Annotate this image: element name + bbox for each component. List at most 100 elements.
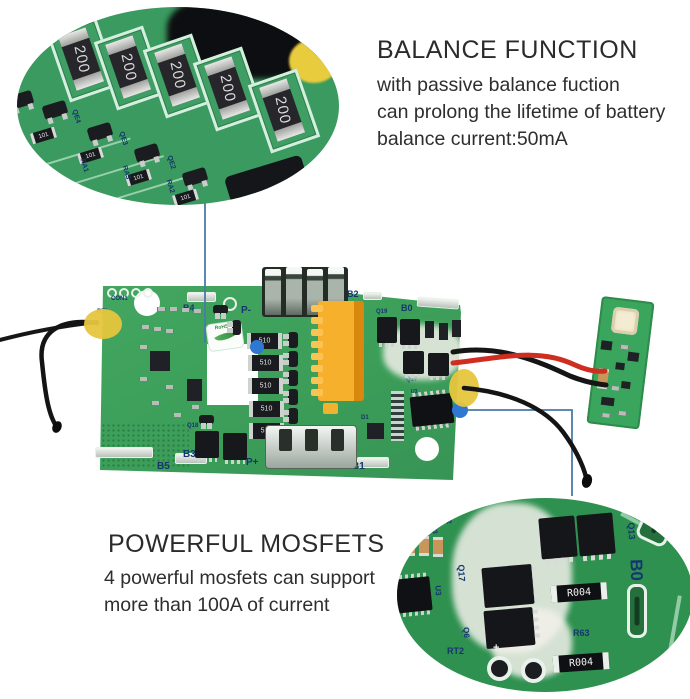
- mosfet-q19: [377, 317, 397, 347]
- silkscreen-rt2: RT2: [447, 646, 465, 656]
- transistor: [86, 121, 114, 143]
- resistor-value: 510: [258, 337, 271, 345]
- resistor-value: R004: [566, 586, 592, 599]
- mosfet-q17: [403, 351, 424, 378]
- chip-resistor-510: 510: [247, 333, 282, 349]
- balance-title: BALANCE FUNCTION: [377, 36, 638, 64]
- board-cutout: [207, 344, 258, 405]
- soic-ic: [409, 392, 455, 428]
- transistor: [41, 99, 69, 121]
- solder-pad: [363, 292, 382, 300]
- silkscreen-d1: D1: [361, 415, 369, 421]
- silkscreen-rt1: RT1: [97, 309, 109, 315]
- resistor-value: 200: [270, 94, 294, 126]
- mosfets-line-2: more than 100A of current: [104, 594, 330, 616]
- resistor-value: 200: [69, 43, 93, 75]
- mosfet-q18: [195, 431, 219, 462]
- plus-pad-label: +: [493, 642, 500, 654]
- resistor-value: 101: [37, 131, 50, 140]
- ic-chip: [150, 351, 170, 371]
- solder-pad: [95, 447, 153, 458]
- wire-red: [450, 352, 608, 374]
- shunt-resistor: R004: [550, 582, 608, 603]
- connector-fin: [311, 377, 323, 384]
- transistor: [288, 332, 298, 348]
- led-button: [610, 306, 640, 336]
- dark-component-corner: [223, 154, 315, 205]
- wire-left-stub: [0, 320, 99, 342]
- silkscreen-b3: B3: [183, 449, 196, 460]
- mosfet-q6: [428, 353, 449, 380]
- silkscreen-q19: Q19: [376, 309, 388, 315]
- resistor-value: 200: [165, 59, 189, 91]
- callout-line-mosfets: [462, 409, 573, 496]
- chip-resistor-510: 510: [248, 378, 283, 394]
- silkscreen-b2: B2: [347, 289, 359, 299]
- resistor-value: 510: [260, 405, 273, 413]
- connector-tab: [323, 403, 338, 414]
- silkscreen-q17: Q17: [456, 564, 467, 582]
- con1-pad: [107, 288, 117, 298]
- minus-pad-label: -: [529, 640, 534, 655]
- transistor: [288, 370, 298, 386]
- connector-fin: [311, 305, 323, 312]
- mounting-hole: [415, 437, 439, 461]
- silkscreen-b5: B5: [157, 461, 170, 472]
- balance-line-2: can prolong the lifetime of battery: [377, 101, 666, 123]
- terminal-slot: [305, 429, 318, 451]
- transistor: [288, 389, 298, 405]
- resistor-value: 200: [116, 51, 140, 83]
- wire-black: [450, 347, 609, 388]
- mosfets-title: POWERFUL MOSFETS: [108, 530, 385, 558]
- transistor: [17, 89, 35, 111]
- perforation-area: [101, 423, 189, 467]
- transistor: [181, 166, 209, 188]
- shunt-resistor: R004: [552, 652, 610, 673]
- mosfet-q18b: [223, 433, 247, 464]
- chip-resistor: 101: [29, 126, 58, 145]
- thermistor-bead: [52, 421, 62, 433]
- ic-chip: [187, 379, 202, 401]
- connector-fin: [311, 341, 323, 348]
- silkscreen-con1: CON1: [111, 296, 128, 302]
- terminal-slot: [279, 429, 292, 451]
- silkscreen-qe3: QE3: [117, 130, 129, 147]
- balance-text-block: BALANCE FUNCTION with passive balance fu…: [377, 36, 665, 153]
- balance-line-3: balance current:50mA: [377, 128, 568, 150]
- power-mosfet-q13a: [538, 515, 578, 560]
- indicator-pcb: [586, 296, 655, 430]
- ic-u3: [397, 576, 433, 614]
- solder-pad-hole: [521, 658, 546, 683]
- silkscreen-q17: Q17: [406, 377, 418, 383]
- silkscreen-b0: B0: [626, 558, 647, 582]
- mosfets-text-block: POWERFUL MOSFETS 4 powerful mosfets can …: [104, 530, 385, 619]
- resistor-value: R004: [568, 656, 594, 669]
- power-mosfet-q17: [481, 563, 535, 609]
- power-mosfet-q6: [483, 606, 536, 650]
- solder-pad: [187, 292, 216, 302]
- con1-pad: [143, 288, 153, 298]
- con1-pad: [119, 288, 129, 298]
- con1-pad: [131, 288, 141, 298]
- silkscreen-q18: Q18: [187, 423, 199, 429]
- pad-slot: [627, 584, 647, 638]
- silkscreen-qe2: QE2: [165, 154, 177, 171]
- silkscreen-c33: C33: [428, 520, 438, 535]
- wire-right-thermistor: [461, 385, 589, 480]
- chip-resistor: 101: [171, 188, 200, 205]
- mosfets-line-1: 4 powerful mosfets can support: [104, 567, 375, 589]
- mosfets-photo-callout: Q13 Q17 Q6 B0 R004 R004 R63 R22 C33 U3 R…: [397, 498, 690, 692]
- solder-pad-hole: [487, 656, 512, 681]
- silkscreen-b0: B0: [401, 303, 413, 313]
- chip-resistor-510: 510: [248, 355, 283, 371]
- connector-fin: [311, 329, 323, 336]
- connector-fin: [311, 353, 323, 360]
- silkscreen-p-plus: P+: [246, 457, 259, 468]
- chip-component: [425, 321, 434, 338]
- silkscreen-r63: R63: [573, 628, 590, 638]
- chip-resistor-510: 510: [249, 401, 284, 417]
- silkscreen-r22: R22: [442, 510, 452, 525]
- indicator-board: [586, 290, 685, 440]
- via-ring: [223, 297, 237, 311]
